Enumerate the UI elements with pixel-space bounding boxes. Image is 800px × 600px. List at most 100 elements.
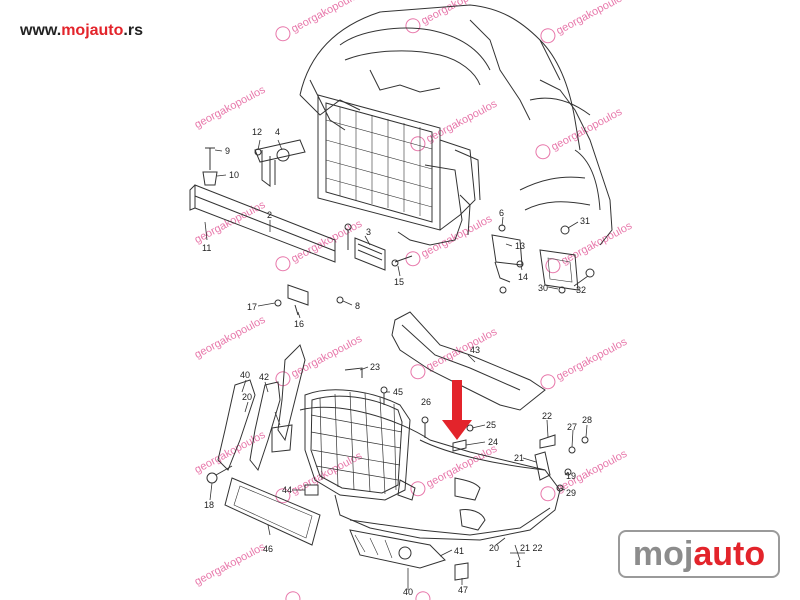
watermark-seal-icon — [540, 374, 556, 390]
callout: 27 — [567, 422, 577, 432]
callout: 11 — [202, 243, 211, 253]
bolt-icon — [344, 223, 352, 231]
impact-bar — [189, 184, 336, 263]
bolt-icon — [274, 299, 282, 307]
logo-part-a: moj — [632, 535, 694, 573]
watermark-text: georgakopoulos — [193, 314, 268, 362]
bolt-15 — [391, 255, 413, 267]
watermark-seal-icon — [405, 18, 421, 34]
url-prefix: www. — [20, 22, 62, 39]
callout: 22 — [542, 411, 552, 421]
callout: 21 22 — [520, 543, 543, 553]
callout: 23 — [370, 362, 380, 372]
bolt-icon — [421, 416, 429, 424]
bolt-icon — [568, 446, 576, 454]
watermark-text: georgakopoulos — [193, 84, 268, 132]
callout: 13 — [515, 241, 525, 251]
watermark-seal-icon — [545, 258, 561, 274]
callout: 9 — [225, 146, 230, 156]
callout: 32 — [576, 285, 586, 295]
callout: 14 — [518, 272, 528, 282]
deformation-element — [344, 223, 386, 271]
callout: 46 — [263, 544, 273, 554]
bolt-icon — [556, 484, 564, 492]
watermark-seal-icon — [410, 364, 426, 380]
watermark-seal-icon — [410, 481, 426, 497]
watermark-text: georgakopoulos — [419, 0, 494, 27]
callout: 12 — [252, 127, 262, 137]
callout: 21 — [514, 453, 524, 463]
callout: 1 — [516, 559, 521, 569]
watermark-seal-icon — [540, 486, 556, 502]
callout: 31 — [580, 216, 590, 226]
bumper-cover — [299, 406, 561, 541]
callout: 30 — [538, 283, 548, 293]
radiator-grille — [304, 389, 411, 501]
bolt-icon — [558, 286, 566, 294]
callout: 28 — [582, 415, 592, 425]
callout: 24 — [488, 437, 498, 447]
callout: 40 — [403, 587, 413, 597]
callout: 40 — [240, 370, 250, 380]
trim-strip-left — [217, 344, 306, 472]
watermark-seal-icon — [285, 591, 301, 600]
callout: 10 — [229, 170, 239, 180]
callout: 25 — [486, 420, 496, 430]
watermark-text: georgakopoulos — [193, 199, 268, 247]
callout-labels: 12 4 9 10 2 11 3 15 17 8 16 6 31 13 14 3… — [202, 127, 592, 597]
callout: 3 — [366, 227, 371, 237]
callout: 2 — [267, 210, 272, 220]
bolt-icon — [564, 468, 572, 476]
site-url[interactable]: www.mojauto.rs — [20, 22, 143, 40]
watermark-text: georgakopoulos — [193, 541, 268, 589]
callout: 42 — [259, 372, 269, 382]
url-suffix: .rs — [123, 22, 143, 39]
callout: 43 — [470, 345, 480, 355]
watermark-text: georgakopoulos — [554, 0, 629, 37]
callout: 18 — [204, 500, 214, 510]
bolt-icon — [560, 225, 570, 235]
callout: 20 — [242, 392, 252, 402]
callout: 17 — [247, 302, 257, 312]
watermark-text: georgakopoulos — [424, 98, 499, 146]
callout: 8 — [355, 301, 360, 311]
callout: 29 — [566, 488, 576, 498]
bolt-9-assembly — [202, 147, 218, 186]
watermark-seal-icon — [415, 591, 431, 600]
bumper-bracket-upper — [254, 139, 306, 187]
watermark-seal-icon — [275, 488, 291, 504]
callout: 4 — [275, 127, 280, 137]
radiator — [317, 94, 441, 231]
bolt-icon — [499, 286, 507, 294]
watermark-seal-icon — [535, 144, 551, 160]
callout: 44 — [282, 485, 292, 495]
callout: 16 — [294, 319, 304, 329]
callout: 6 — [499, 208, 504, 218]
fog-lamp-grille — [349, 529, 446, 569]
bumper-mount-lower — [274, 284, 344, 316]
callout: 19 — [566, 471, 576, 481]
callout: 47 — [458, 585, 468, 595]
watermark-text: georgakopoulos — [424, 326, 499, 374]
watermark-text: georgakopoulos — [554, 336, 629, 384]
bolt-icon — [391, 259, 399, 267]
bolt-icon — [336, 296, 344, 304]
bumper-upper-cover — [391, 311, 546, 411]
watermark-seal-icon — [405, 251, 421, 267]
callout: 41 — [454, 546, 464, 556]
watermark-text: georgakopoulos — [419, 213, 494, 261]
licence-plate-holder — [224, 477, 321, 546]
logo-part-b: auto — [693, 535, 766, 573]
callout: 45 — [393, 387, 403, 397]
watermark-seal-icon — [540, 28, 556, 44]
small-fittings-right — [534, 434, 589, 492]
url-brand: mojauto — [61, 22, 124, 39]
watermark-text: georgakopoulos — [289, 333, 364, 381]
lock-carrier-side — [397, 139, 481, 246]
watermark-seal-icon — [275, 256, 291, 272]
bolt-icon — [581, 436, 589, 444]
watermark-text: georgakopoulos — [289, 218, 364, 266]
side-guide-right — [491, 224, 524, 294]
red-arrow-icon — [442, 380, 472, 440]
